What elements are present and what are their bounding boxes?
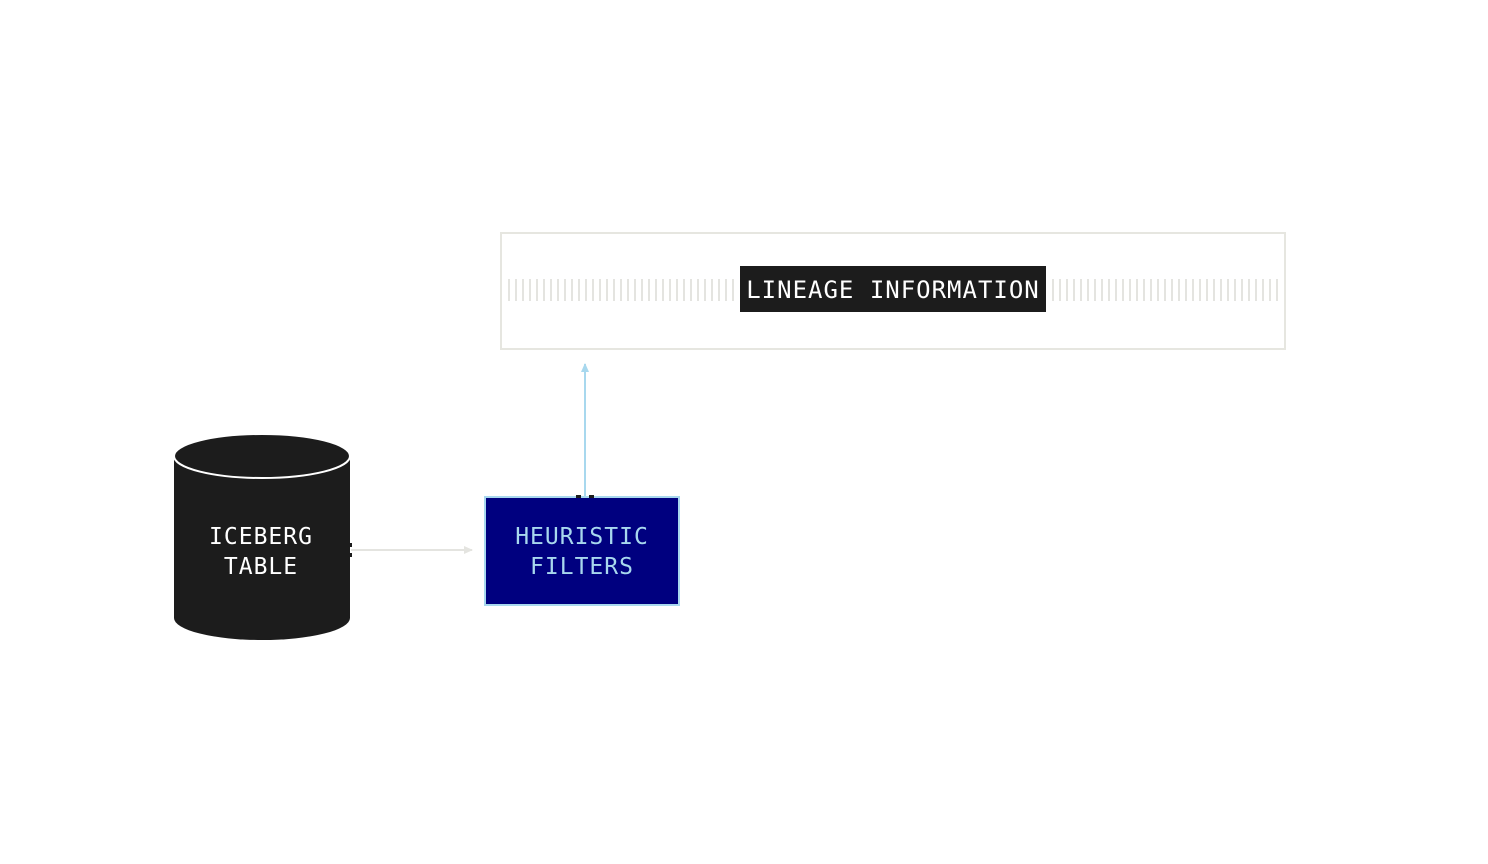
connector-tick <box>589 495 594 498</box>
arrow-iceberg-to-filters <box>348 543 473 557</box>
lineage-hatch-right <box>1052 279 1278 301</box>
iceberg-table-cylinder: ICEBERG TABLE <box>173 433 351 640</box>
lineage-information-panel: LINEAGE INFORMATION <box>500 232 1286 350</box>
arrow-filters-to-lineage <box>576 363 594 498</box>
connector-tick <box>348 543 352 547</box>
iceberg-table-label-line2: TABLE <box>224 554 298 580</box>
filters-box-frame <box>484 496 680 606</box>
lineage-hatch-left <box>508 279 734 301</box>
heuristic-filters-label-line2: FILTERS <box>530 554 634 580</box>
cylinder-top <box>173 433 351 479</box>
connector-tick <box>576 495 581 498</box>
cylinder-body <box>174 456 350 640</box>
lineage-label-background <box>740 266 1046 312</box>
connector-tick <box>348 553 352 557</box>
heuristic-filters-box: HEURISTIC FILTERS <box>484 496 680 606</box>
heuristic-filters-label-line1: HEURISTIC <box>515 524 649 550</box>
lineage-information-label: LINEAGE INFORMATION <box>746 276 1040 304</box>
iceberg-table-label-line1: ICEBERG <box>209 524 313 550</box>
